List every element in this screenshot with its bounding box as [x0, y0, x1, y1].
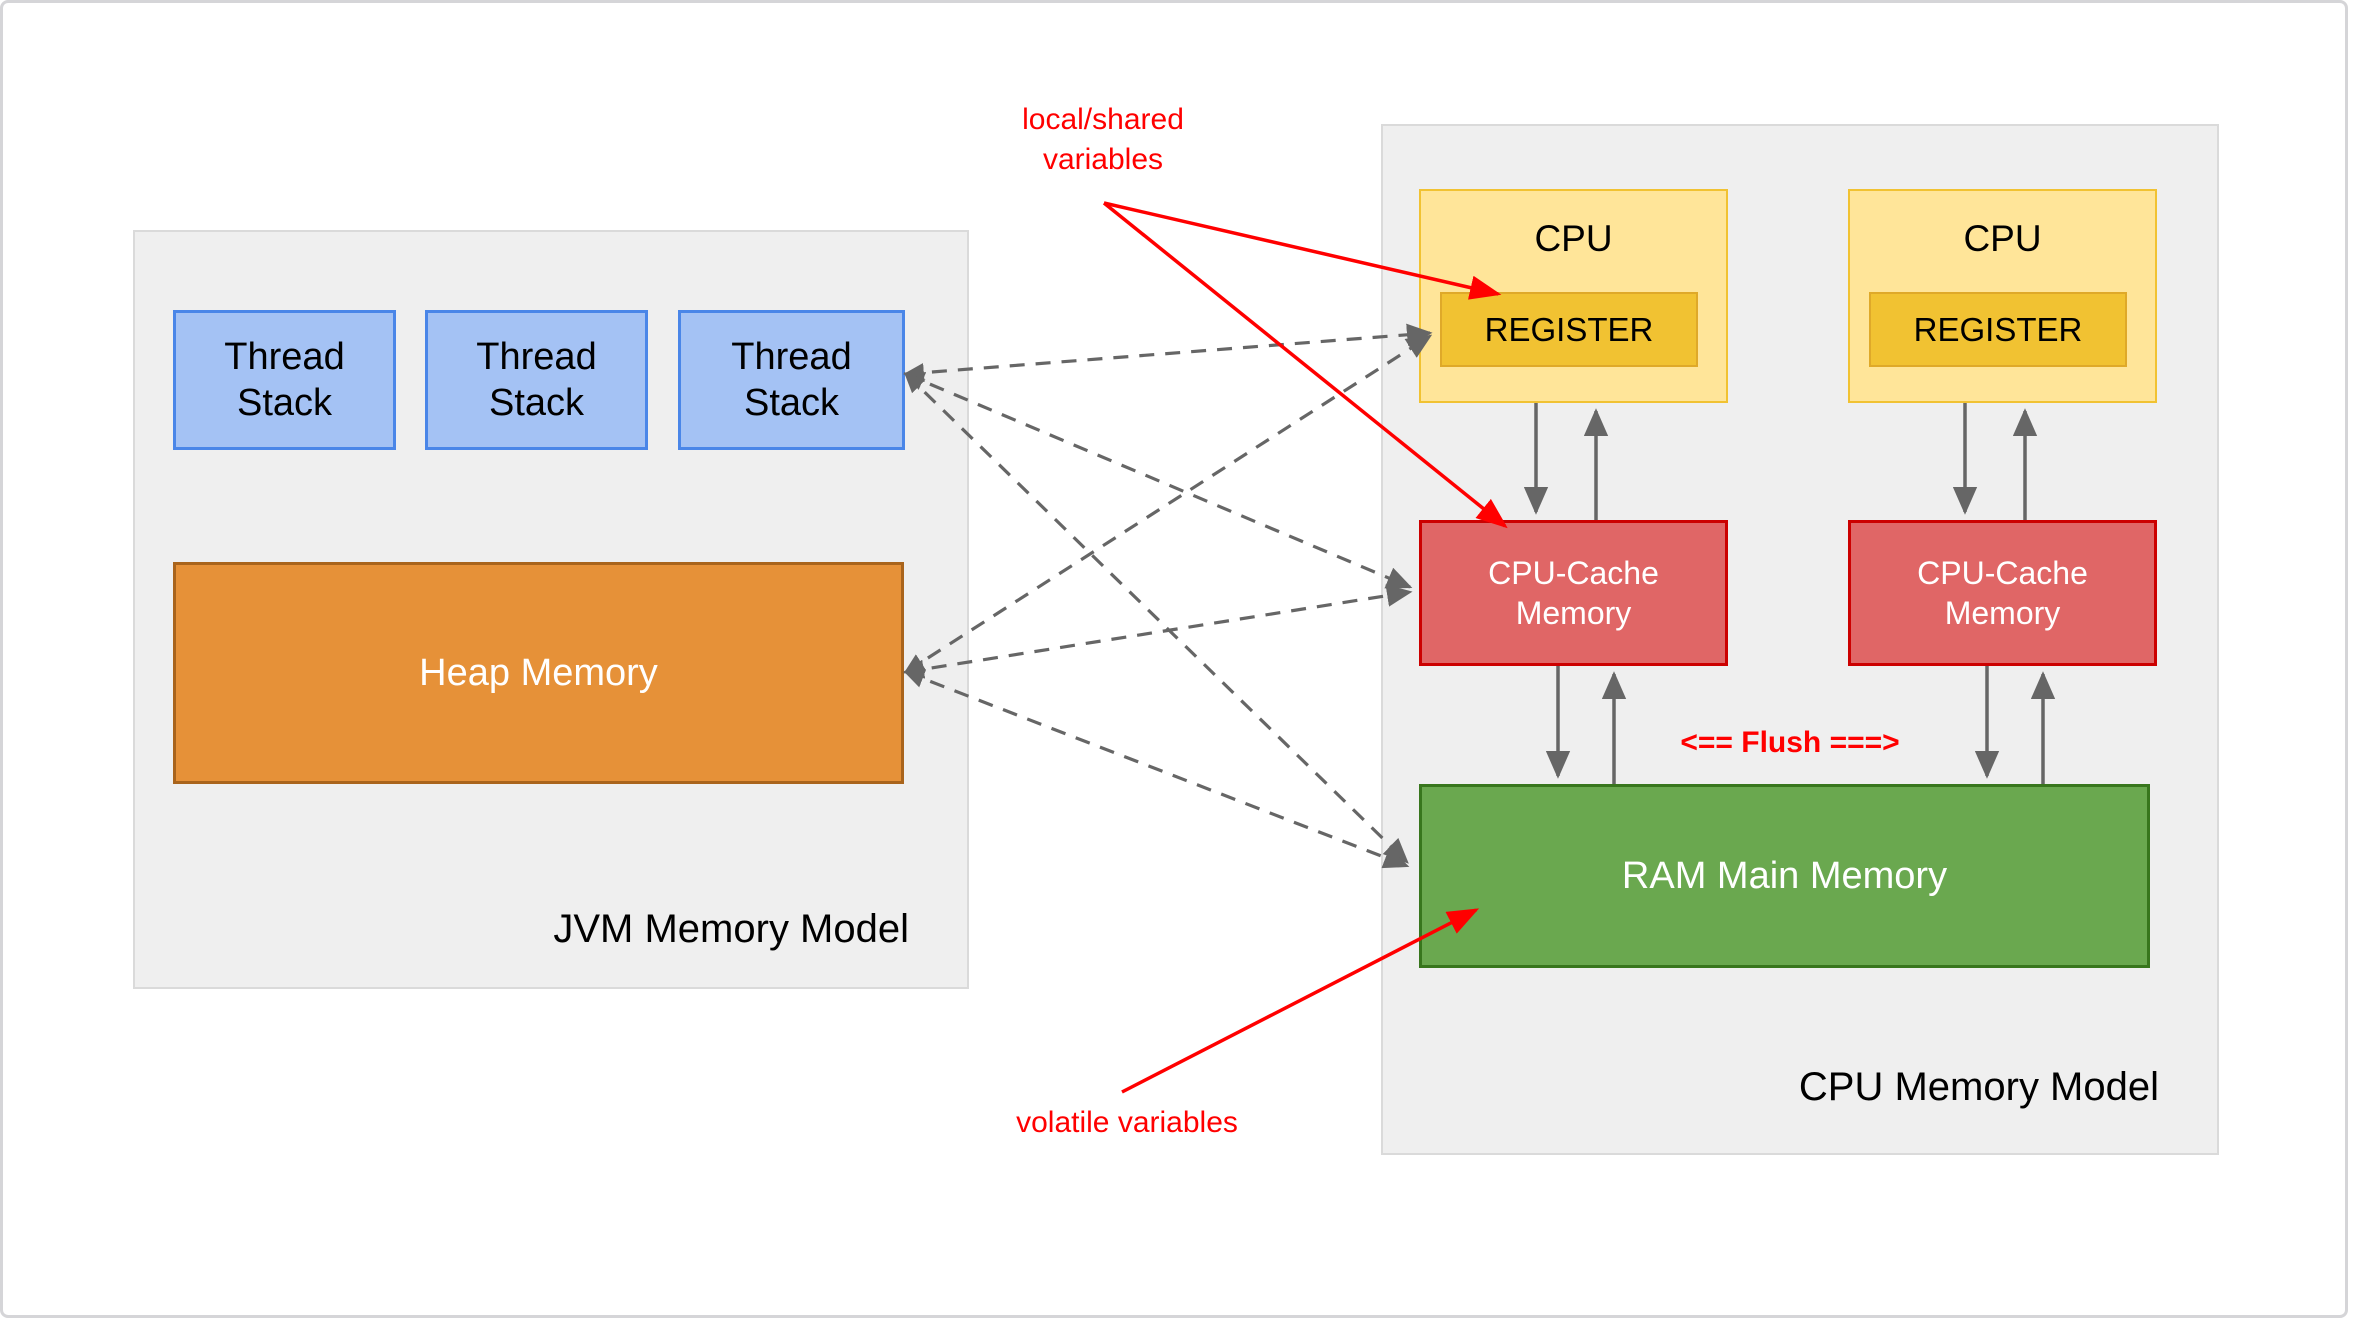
flush-note: <== Flush ===>: [1680, 726, 1900, 759]
thread-stack-box-2: Thread Stack: [425, 310, 648, 450]
register-box-1: REGISTER: [1440, 292, 1698, 367]
cpu-title: CPU: [1963, 218, 2042, 259]
thread-stack-label: Thread Stack: [224, 336, 345, 424]
cpu-cache-memory-box-2: CPU-Cache Memory: [1848, 520, 2157, 666]
thread-stack-label: Thread Stack: [476, 336, 597, 424]
local-shared-variables-note: local/shared variables: [1022, 103, 1184, 176]
heap-memory-box: Heap Memory: [173, 562, 904, 784]
register-box-2: REGISTER: [1869, 292, 2127, 367]
thread-stack-label: Thread Stack: [731, 336, 852, 424]
thread-stack-box-3: Thread Stack: [678, 310, 905, 450]
cpu-cache-memory-box-1: CPU-Cache Memory: [1419, 520, 1728, 666]
cpu-title: CPU: [1534, 218, 1613, 259]
ram-main-memory-label: RAM Main Memory: [1621, 854, 1948, 897]
jvm-panel-label: JVM Memory Model: [553, 907, 909, 951]
cpu-cache-label: CPU-Cache Memory: [1917, 555, 2088, 631]
register-label: REGISTER: [1913, 310, 2083, 348]
thread-stack-box-1: Thread Stack: [173, 310, 396, 450]
heap-memory-label: Heap Memory: [419, 651, 658, 694]
ram-main-memory-box: RAM Main Memory: [1419, 784, 2150, 968]
cpu-panel-label: CPU Memory Model: [1798, 1065, 2159, 1109]
volatile-variables-note: volatile variables: [1016, 1106, 1238, 1139]
cpu-cache-label: CPU-Cache Memory: [1488, 555, 1659, 631]
register-label: REGISTER: [1484, 310, 1654, 348]
